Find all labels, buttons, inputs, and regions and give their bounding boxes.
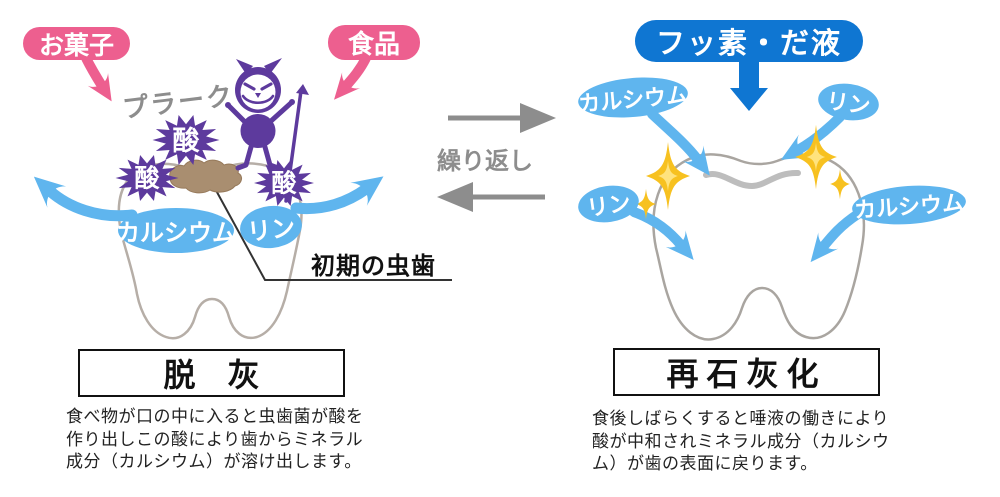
cavity-germ-devil-icon (225, 58, 309, 203)
acid-label-3: 酸 (271, 168, 297, 198)
remineralization-title: 再石灰化 (666, 355, 827, 393)
bubble-tail-arrows (81, 55, 371, 102)
cavity-spot-icon (169, 159, 243, 194)
tooth-fissure-line (703, 169, 801, 190)
repeat-label: 繰り返し (437, 147, 533, 175)
sweets-label: お菓子 (38, 30, 114, 60)
early-cavity-pointer-line (211, 182, 452, 281)
demineralization-description: 食べ物が口の中に入ると虫歯菌が酸を 作り出しこの酸により歯からミネラル 成分（カ… (66, 407, 364, 472)
fluoride-saliva-box: フッ素・だ液 (635, 20, 863, 62)
demineralization-title: 脱 灰 (163, 356, 260, 394)
mineral-return-arrows (629, 109, 863, 263)
right-tooth-outline-icon (652, 153, 866, 341)
demineralization-title-box: 脱 灰 (78, 349, 345, 397)
food-bubble: 食品 (328, 25, 420, 60)
food-label: 食品 (347, 30, 400, 60)
calcium-label: カルシウム (116, 219, 236, 247)
acid-label-2: 酸 (134, 163, 160, 193)
repeat-cycle-arrows (437, 103, 556, 212)
mineral-loss-arrows (33, 176, 384, 222)
fluoride-saliva-label: フッ素・だ液 (655, 26, 842, 60)
phosphorus-label: リン (824, 89, 872, 120)
phosphorus-label: リン (585, 191, 633, 222)
early-cavity-label: 初期の虫歯 (311, 252, 436, 280)
sweets-bubble: お菓子 (23, 27, 130, 60)
phosphorus-label: リン (245, 213, 297, 246)
calcium-oval-left: カルシウム (116, 208, 236, 253)
acid-label-1: 酸 (172, 125, 200, 157)
remineralization-description: 食後しばらくすると唾液の働きにより 酸が中和されミネラル成分（カルシウ ム）が歯… (592, 409, 890, 474)
remineralization-title-box: 再石灰化 (613, 348, 880, 396)
fluoride-down-arrow (730, 60, 768, 111)
